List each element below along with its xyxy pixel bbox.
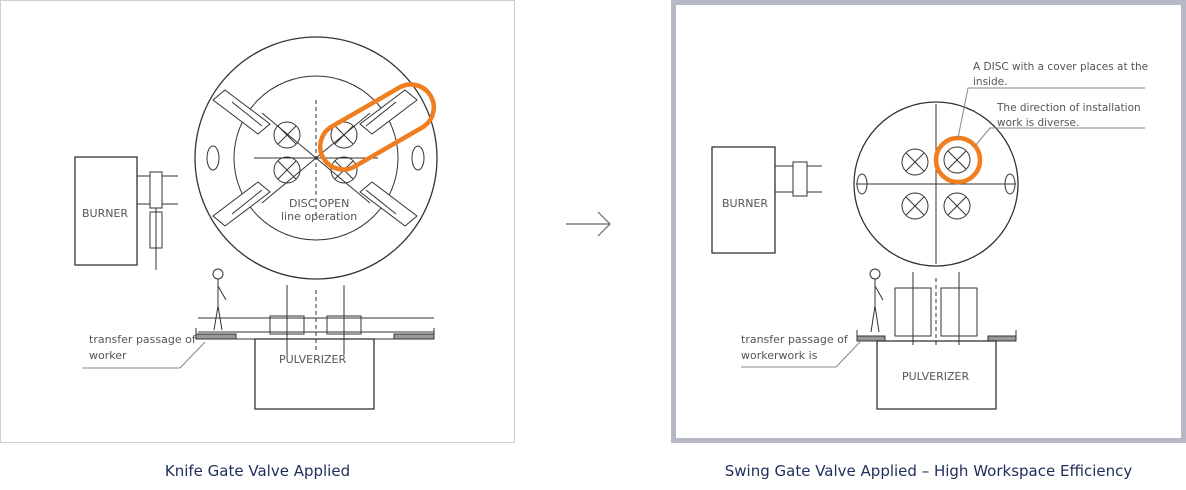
swing-gate-panel [671,0,1186,443]
left-arm-bottom-left [212,181,271,227]
left-burner-box [74,156,138,266]
right-note1-line2: inside. [973,76,1007,88]
left-disc-open-label: DISC OPEN [289,197,349,210]
right-note2-line2: work is diverse. [997,117,1079,129]
knife-gate-caption: Knife Gate Valve Applied [164,462,351,480]
left-passage-label-2: worker [89,349,127,362]
right-passage-label-2: workerwork is [741,349,818,362]
right-valve-top-left [901,148,929,176]
right-diagram [711,87,1145,410]
right-note2-line1: The direction of installation [996,102,1141,114]
left-highlight [317,82,437,172]
right-outer-circle [853,101,1019,267]
right-worker-figure [869,268,884,333]
left-valve-bottom-left [273,156,301,184]
right-highlight [933,135,983,185]
left-pulverizer-box [254,338,375,410]
knife-gate-panel [0,0,515,443]
right-pulverizer-box [876,340,997,410]
right-burner-box [711,146,776,254]
left-line-operation-label: line operation [281,210,357,223]
left-arm-top-right [359,89,418,135]
right-valve-bottom-left [901,192,929,220]
transition-arrow [566,211,611,237]
right-passage-label-1: transfer passage of [741,333,849,346]
swing-gate-caption: Swing Gate Valve Applied – High Workspac… [724,462,1133,480]
left-valve-top-left [273,121,301,149]
left-burner-label: BURNER [82,207,128,220]
right-valve-top-right [943,146,971,174]
right-pulverizer-label: PULVERIZER [902,370,969,383]
right-burner-label: BURNER [722,197,768,210]
left-outer-circle [194,36,438,280]
right-valve-bottom-right [943,192,971,220]
left-diagram [74,36,438,410]
left-passage-label-1: transfer passage of [89,333,197,346]
left-pulverizer-label: PULVERIZER [279,353,346,366]
left-arm-bottom-right [359,181,418,227]
left-arm-top-left [212,89,271,135]
left-inner-circle [233,75,399,241]
right-note1-line1: A DISC with a cover places at the [973,61,1148,73]
left-worker-figure [212,268,227,331]
